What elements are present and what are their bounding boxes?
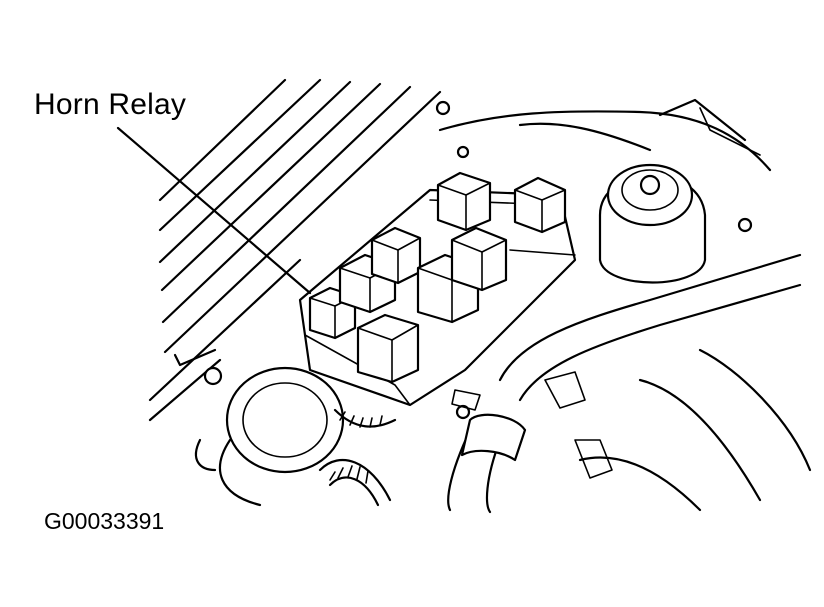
relay	[436, 171, 492, 232]
pipe	[447, 253, 802, 514]
relay	[356, 313, 420, 384]
hood-hatching	[148, 78, 442, 422]
horn-relay-label: Horn Relay	[34, 88, 187, 121]
reservoir	[598, 163, 753, 284]
bracket	[544, 348, 812, 512]
relay	[370, 226, 422, 285]
wire-harness	[203, 366, 481, 507]
cowl-outline	[435, 98, 772, 172]
round-component	[194, 366, 345, 507]
figure-id: G00033391	[44, 508, 165, 534]
relay	[450, 226, 508, 292]
leader-line	[116, 126, 312, 295]
relay	[513, 176, 567, 234]
